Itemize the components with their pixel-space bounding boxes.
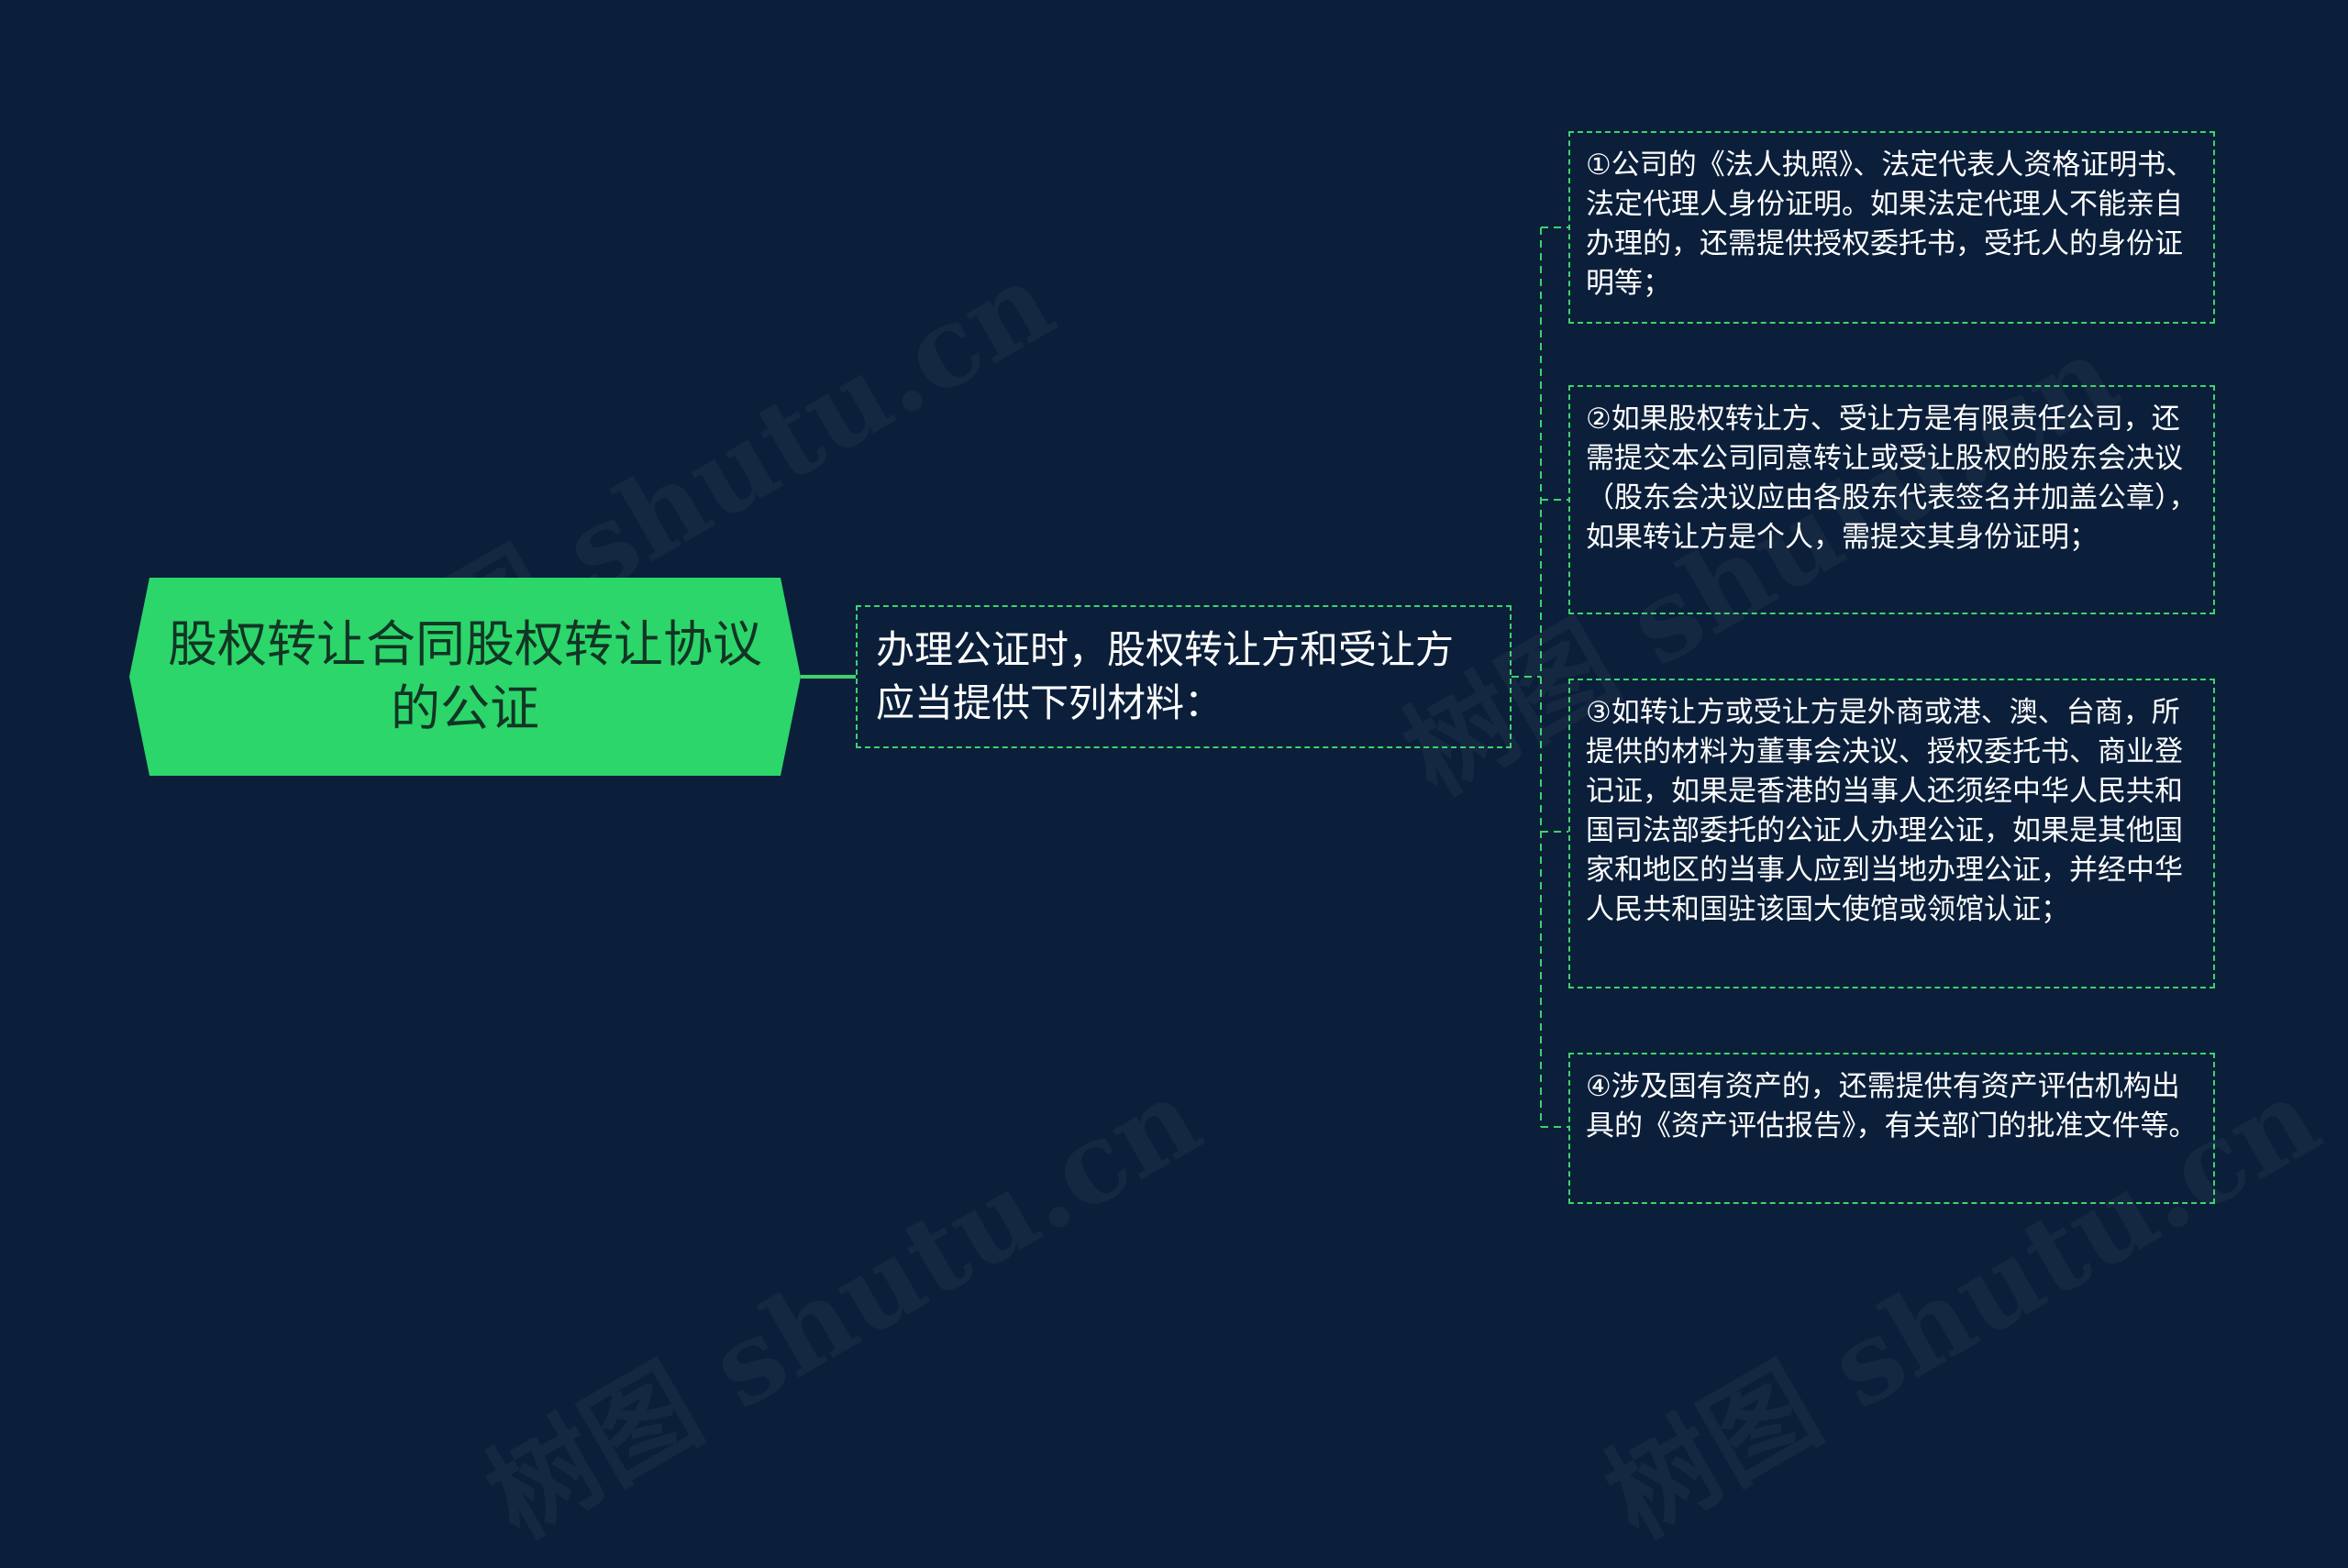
leaf-label: ①公司的《法人执照》、法定代表人资格证明书、法定代理人身份证明。如果法定代理人不… <box>1586 149 2195 300</box>
subtopic-label: 办理公证时，股权转让方和受让方应当提供下列材料： <box>876 627 1455 725</box>
leaf-node-4[interactable]: ④涉及国有资产的，还需提供有资产评估机构出具的《资产评估报告》，有关部门的批准文… <box>1568 1053 2215 1204</box>
connector-lines <box>801 226 1568 1128</box>
leaf-node-1[interactable]: ①公司的《法人执照》、法定代表人资格证明书、法定代理人身份证明。如果法定代理人不… <box>1568 131 2215 324</box>
subtopic-node[interactable]: 办理公证时，股权转让方和受让方应当提供下列材料： <box>856 605 1512 748</box>
root-topic-label: 股权转让合同股权转让协议的公证 <box>168 615 762 737</box>
leaf-label: ③如转让方或受让方是外商或港、澳、台商，所提供的材料为董事会决议、授权委托书、商… <box>1586 696 2183 926</box>
leaf-label: ②如果股权转让方、受让方是有限责任公司，还需提交本公司同意转让或受让股权的股东会… <box>1586 403 2198 554</box>
leaf-label: ④涉及国有资产的，还需提供有资产评估机构出具的《资产评估报告》，有关部门的批准文… <box>1586 1070 2198 1143</box>
root-topic-shape <box>129 578 801 776</box>
leaf-node-3[interactable]: ③如转让方或受让方是外商或港、澳、台商，所提供的材料为董事会决议、授权委托书、商… <box>1568 679 2215 988</box>
leaf-node-2[interactable]: ②如果股权转让方、受让方是有限责任公司，还需提交本公司同意转让或受让股权的股东会… <box>1568 385 2215 614</box>
mindmap-canvas: 树图 shutu.cn 树图 shutu.cn 树图 shutu.cn 树图 s… <box>129 131 2340 1563</box>
root-topic-node[interactable]: 股权转让合同股权转让协议的公证 <box>129 578 801 776</box>
